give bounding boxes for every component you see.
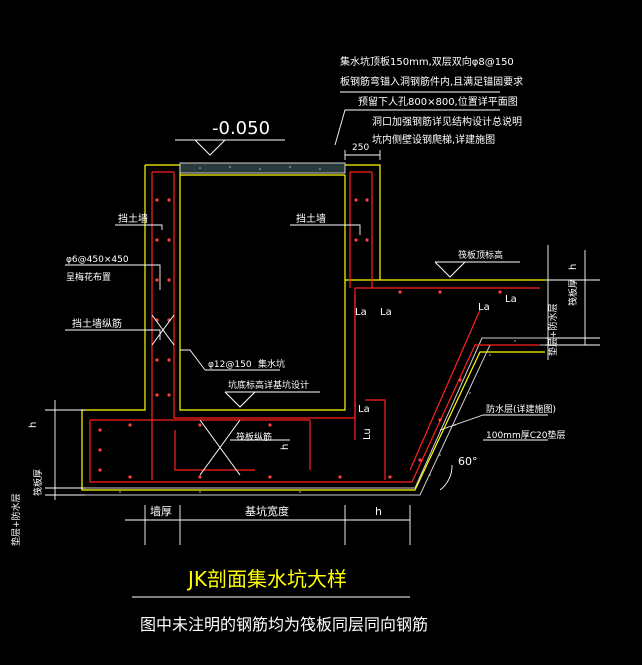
- rebar: [89, 171, 540, 483]
- pit-rebar-label: 筏板纵筋: [236, 431, 272, 443]
- retaining-wall-left: 挡土墙: [118, 212, 148, 225]
- h-label-2: h: [28, 422, 39, 428]
- top-note-1: 集水坑顶板150mm,双层双向φ8@150: [340, 55, 514, 68]
- dim-h-label: h: [375, 505, 382, 518]
- drawing-title: JK剖面集水坑大样: [186, 567, 347, 591]
- la-5: La: [358, 404, 370, 415]
- dim-bottom: [125, 505, 411, 545]
- cushion-right-label: 垫层+防水层: [547, 303, 559, 356]
- c20-label: 100mm厚C20垫层: [486, 429, 565, 441]
- top-note-3: 预留下人孔800×800,位置详平面图: [358, 95, 518, 108]
- raft-thick-side-label: 筏板厚: [32, 469, 44, 496]
- top-note-5: 坑内侧壁设钢爬梯,详建施图: [372, 133, 495, 146]
- drawing-note: 图中未注明的钢筋均为筏板同层同向钢筋: [140, 615, 428, 634]
- dim-250: [344, 150, 381, 160]
- la-1: La: [355, 307, 367, 318]
- cushion-speckle: [119, 166, 516, 493]
- top-note-2: 板钢筋弯锚入洞钢筋件内,且满足锚固要求: [340, 75, 523, 88]
- dim-right: [545, 245, 600, 360]
- h-label-1: h: [280, 444, 291, 450]
- tie-bar-label: φ6@450×450: [66, 255, 129, 265]
- dim-250-label: 250: [352, 143, 369, 153]
- h-label-3: h: [568, 264, 579, 270]
- leaders: [65, 91, 548, 441]
- dim-left: [45, 400, 85, 500]
- la-3: La: [478, 302, 490, 313]
- lu-label: Lu: [362, 428, 373, 440]
- dim-wall-label: 墙厚: [150, 504, 172, 518]
- waterproof-label: 防水层(详建施图): [486, 403, 556, 415]
- retaining-wall-right: 挡土墙: [296, 212, 326, 225]
- elevation-label: -0.050: [212, 118, 270, 139]
- la-2: La: [380, 307, 392, 318]
- wall-dowel-label: 挡土墙纵筋: [72, 317, 122, 330]
- raft-elev-label: 筏板顶标高: [458, 249, 503, 261]
- rebar-dots: [98, 198, 502, 479]
- pit-label: 集水坑: [258, 358, 285, 370]
- pit-bar-label: φ12@150: [208, 360, 252, 370]
- la-4: La: [505, 294, 517, 305]
- angle-arc: [439, 464, 453, 491]
- raft-thick-right-label: 筏板厚: [567, 279, 579, 306]
- tie-bar-label-2: 呈梅花布置: [66, 271, 111, 283]
- cushion-side-label: 垫层+防水层: [10, 493, 22, 546]
- angle-label: 60°: [458, 455, 478, 468]
- elevation-markers: [175, 139, 466, 408]
- tie-bar-cross: [151, 314, 241, 476]
- dim-width-label: 基坑宽度: [245, 504, 289, 518]
- pit-bottom-label: 坑底标高详基坑设计: [228, 379, 309, 391]
- top-note-4: 洞口加强钢筋详见结构设计总说明: [372, 115, 522, 128]
